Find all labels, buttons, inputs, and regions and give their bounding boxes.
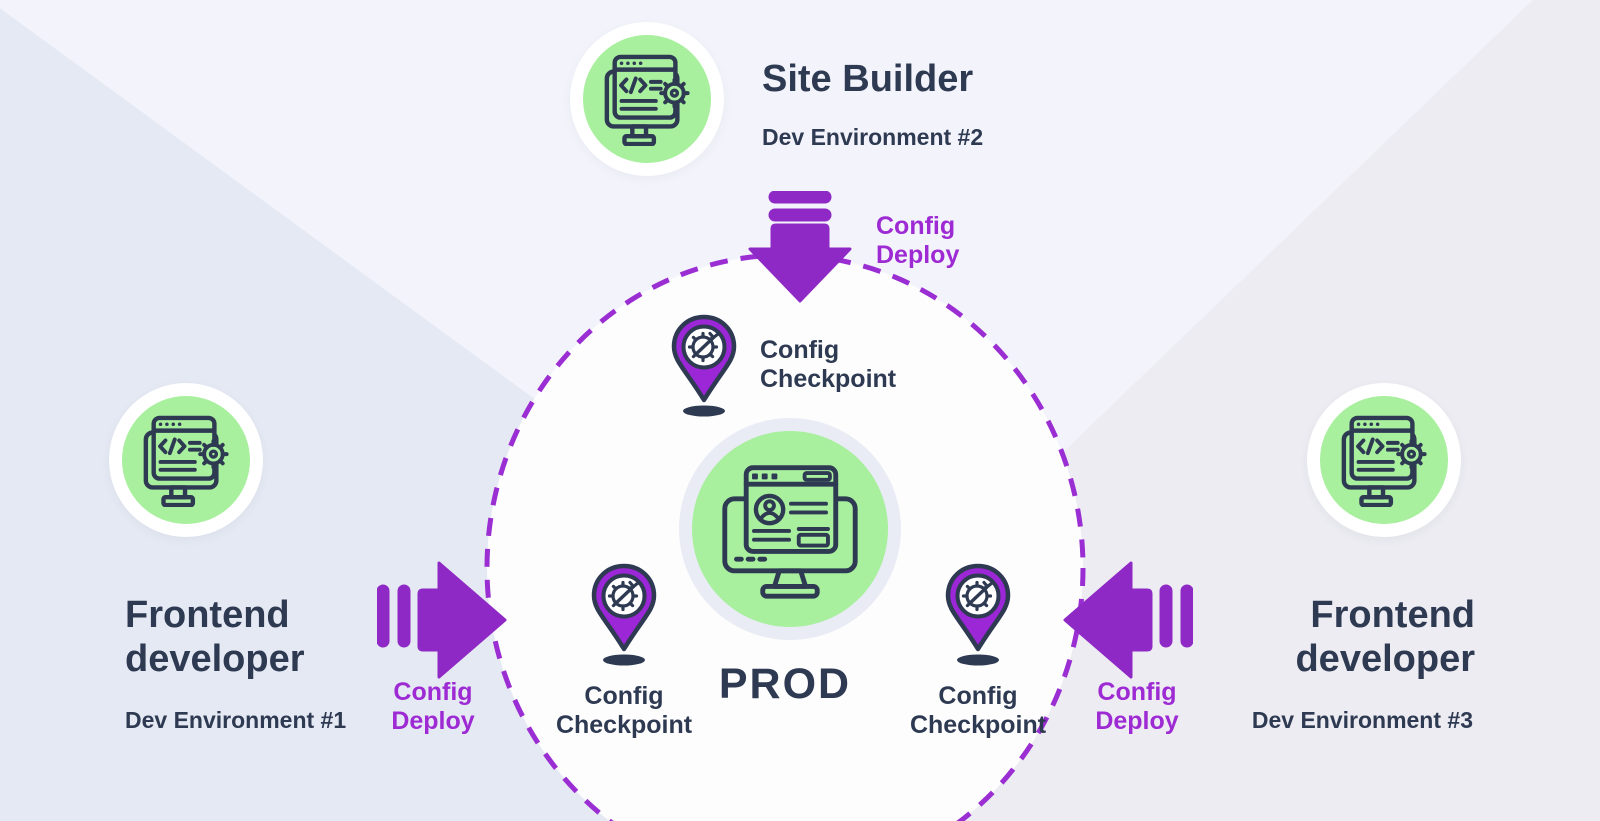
site-builder-subtitle: Dev Environment #2 (762, 124, 984, 150)
green-disc (692, 431, 888, 627)
gear-wrench-pin-icon (591, 563, 657, 666)
frontend-developer-left-badge (109, 383, 263, 537)
code-browser-gear-icon (604, 54, 690, 146)
gear-wrench-pin-icon (671, 314, 737, 417)
frontend-developer-left-title: Frontend developer (125, 594, 305, 680)
website-monitor-icon (722, 465, 858, 599)
config-checkpoint-label-top: Config Checkpoint (760, 336, 897, 393)
green-disc (583, 35, 711, 163)
frontend-developer-right-subtitle: Dev Environment #3 (1251, 707, 1473, 733)
frontend-developer-left-subtitle: Dev Environment #1 (125, 707, 347, 733)
fast-arrow-right-icon (377, 561, 507, 679)
config-deploy-label-right: Config Deploy (1095, 678, 1179, 735)
green-disc (122, 396, 250, 524)
config-checkpoint-label-left: Config Checkpoint (555, 682, 693, 739)
gear-wrench-pin-icon (945, 563, 1011, 666)
green-disc (1320, 396, 1448, 524)
frontend-developer-right-badge (1307, 383, 1461, 537)
config-deploy-label-top: Config Deploy (876, 212, 960, 269)
config-checkpoint-label-right: Config Checkpoint (909, 682, 1047, 739)
site-builder-title: Site Builder (762, 58, 974, 100)
prod-ring (679, 418, 901, 640)
site-builder-badge (570, 22, 724, 176)
code-browser-gear-icon (143, 415, 229, 507)
fast-arrow-left-icon (1063, 561, 1193, 679)
code-browser-gear-icon (1341, 415, 1427, 507)
prod-label: PROD (718, 660, 852, 708)
fast-arrow-down-icon (748, 191, 852, 303)
frontend-developer-right-title: Frontend developer (1295, 594, 1475, 680)
config-deploy-label-left: Config Deploy (391, 678, 475, 735)
